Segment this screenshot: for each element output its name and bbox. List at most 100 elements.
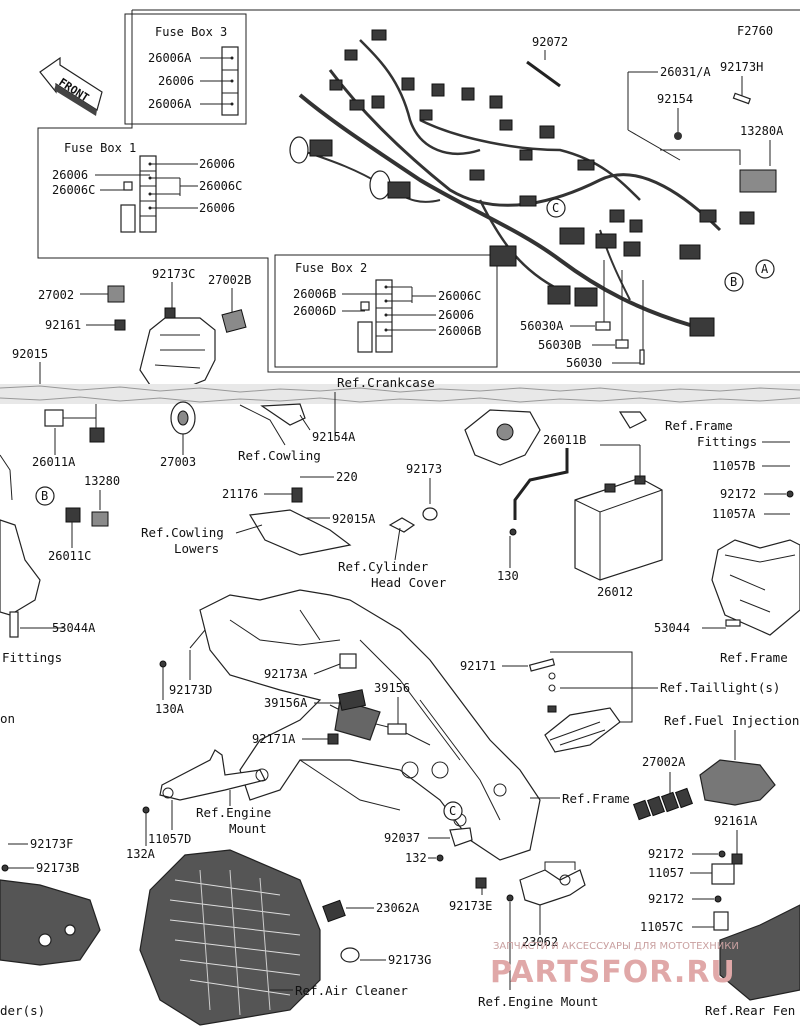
fuse-box-2-frame — [274, 254, 498, 368]
diagram-code: F2760 — [737, 24, 773, 38]
fuse-box-2-label-4: 26006 — [438, 308, 474, 322]
label-92154a: 92154A — [312, 430, 356, 444]
torn-divider — [0, 384, 800, 404]
label-220: 220 — [336, 470, 358, 484]
label-27002a: 27002A — [642, 755, 686, 769]
ref-air-cleaner: Ref.Air Cleaner — [295, 983, 408, 998]
fuse-box-2-label-3: 26006C — [438, 289, 481, 303]
label-53044: 53044 — [654, 621, 690, 635]
callout-b-1: B — [724, 272, 744, 292]
watermark-line-2: PARTSFOR.RU — [490, 955, 736, 990]
rear-fender — [719, 904, 800, 1001]
ref-rear-fender: Ref.Rear Fen — [705, 1003, 795, 1018]
svg-text:B: B — [730, 275, 737, 289]
ref-crankcase: Ref.Crankcase — [337, 375, 435, 390]
ref-cowling-lowers-2: Lowers — [174, 541, 219, 556]
label-92172-b: 92172 — [648, 847, 684, 861]
label-130a: 130A — [155, 702, 185, 716]
battery — [574, 475, 663, 581]
label-27002b: 27002B — [208, 273, 251, 287]
relay-pack — [632, 787, 694, 821]
label-92173: 92173 — [406, 462, 442, 476]
label-26011b: 26011B — [543, 433, 586, 447]
bracket-assembly — [139, 307, 216, 391]
label-21176: 21176 — [222, 487, 258, 501]
label-92173c: 92173C — [152, 267, 195, 281]
ref-frame-center: Ref.Frame — [562, 791, 630, 806]
fuse-box-3-label-3: 26006A — [148, 97, 192, 111]
label-27003: 27003 — [160, 455, 196, 469]
label-92171a: 92171A — [252, 732, 296, 746]
svg-text:C: C — [449, 804, 456, 818]
label-ion-left: on — [0, 711, 15, 726]
fittings-left: Fittings — [2, 650, 62, 665]
ref-frame-fittings-2: Fittings — [697, 434, 757, 449]
label-26012: 26012 — [597, 585, 633, 599]
fuse-box-3: Fuse Box 3 26006A 26006 26006A — [148, 25, 239, 116]
label-92173e: 92173E — [449, 899, 492, 913]
label-92161: 92161 — [45, 318, 81, 332]
engine-mount-lower — [519, 869, 586, 906]
callout-c-2 — [443, 801, 463, 821]
fuse-box-1-title: Fuse Box 1 — [64, 141, 136, 155]
label-13280a: 13280A — [740, 124, 784, 138]
fuse-box-1-label-1: 26006 — [199, 157, 235, 171]
label-11057: 11057 — [648, 866, 684, 880]
cowling-lower — [249, 509, 352, 556]
front-arrow-icon: FRONT — [39, 56, 103, 116]
label-13280: 13280 — [84, 474, 120, 488]
ref-cowling: Ref.Cowling — [238, 448, 321, 463]
watermark: ЗАПЧАСТИ И АКСЕССУАРЫ ДЛЯ МОТОТЕХНИКИ PA… — [490, 941, 739, 990]
ref-frame-fittings-1: Ref.Frame — [665, 418, 733, 433]
fuse-box-3-label-2: 26006 — [158, 74, 194, 88]
label-39156: 39156 — [374, 681, 410, 695]
svg-text:B: B — [41, 489, 48, 503]
label-92173d: 92173D — [169, 683, 212, 697]
label-92171: 92171 — [460, 659, 496, 673]
label-92173b: 92173B — [36, 861, 79, 875]
ref-engine-mount-2: Ref.Engine Mount — [478, 994, 598, 1009]
label-56030a: 56030A — [520, 319, 564, 333]
label-92173h: 92173H — [720, 60, 763, 74]
label-92015a: 92015A — [332, 512, 376, 526]
fuse-box-1: Fuse Box 1 26006 26006 26006C 26006C 260… — [52, 141, 242, 233]
label-23062a: 23062A — [376, 901, 420, 915]
fuse-box-2-label-1: 26006B — [293, 287, 336, 301]
label-92037: 92037 — [384, 831, 420, 845]
svg-text:C: C — [552, 201, 559, 215]
label-92172-c: 92172 — [648, 892, 684, 906]
label-132a: 132A — [126, 847, 156, 861]
label-11057b: 11057B — [712, 459, 755, 473]
ref-engine-mount-1a: Ref.Engine — [196, 805, 271, 820]
label-11057d: 11057D — [148, 832, 191, 846]
ref-frame-right: Ref.Frame — [720, 650, 788, 665]
label-130: 130 — [497, 569, 519, 583]
callout-c-1: C — [546, 198, 566, 218]
label-92072: 92072 — [532, 35, 568, 49]
label-39156a: 39156A — [264, 696, 308, 710]
label-56030b: 56030B — [538, 338, 581, 352]
ref-cylinder-head-2: Head Cover — [371, 575, 447, 590]
label-92172-a: 92172 — [720, 487, 756, 501]
label-26011a: 26011A — [32, 455, 76, 469]
label-11057a: 11057A — [712, 507, 756, 521]
fuse-box-2-label-2: 26006D — [293, 304, 336, 318]
label-132: 132 — [405, 851, 427, 865]
fuse-box-1-label-4: 26006C — [52, 183, 95, 197]
label-26031a: 26031/A — [660, 65, 711, 79]
fuse-box-3-label-1: 26006A — [148, 51, 192, 65]
label-56030: 56030 — [566, 356, 602, 370]
fuse-box-3-frame — [124, 13, 247, 125]
callout-b-2 — [35, 486, 55, 506]
svg-text:A: A — [761, 262, 769, 276]
label-26011c: 26011C — [48, 549, 91, 563]
ref-engine-mount-1b: Mount — [229, 821, 267, 836]
label-53044a: 53044A — [52, 621, 96, 635]
main-frame — [199, 589, 541, 861]
label-27002: 27002 — [38, 288, 74, 302]
label-92173f: 92173F — [30, 837, 73, 851]
label-11057c: 11057C — [640, 920, 683, 934]
label-92173a: 92173A — [264, 667, 308, 681]
fuse-box-1-label-2: 26006 — [52, 168, 88, 182]
callout-a-1: A — [755, 259, 775, 279]
